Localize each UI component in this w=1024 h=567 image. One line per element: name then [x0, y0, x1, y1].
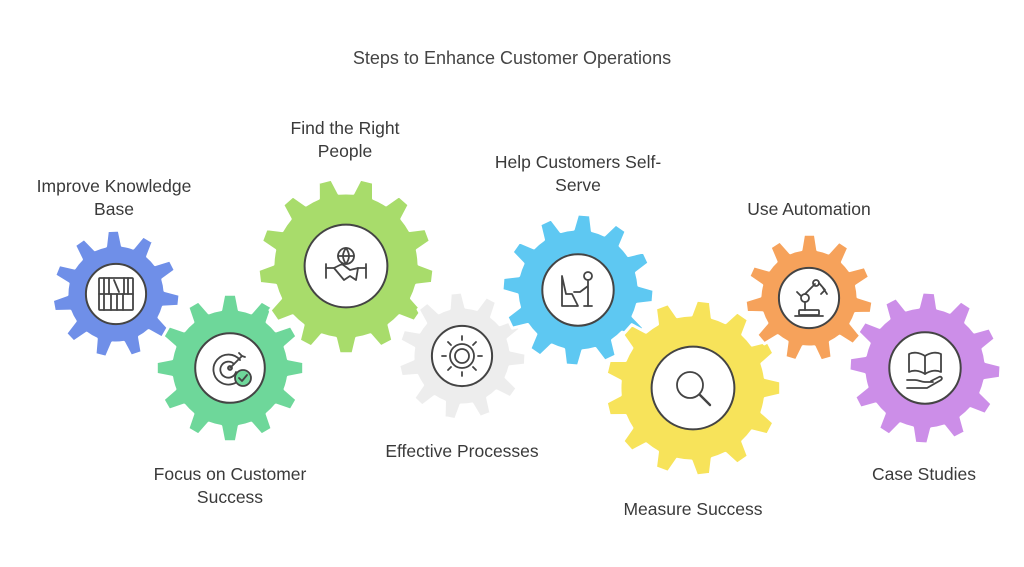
person-kiosk-icon: [561, 271, 593, 307]
robot-arm-icon: [794, 279, 828, 317]
handshake-globe-icon: [325, 247, 367, 281]
target-check-icon: [212, 352, 252, 387]
gear-effective-processes: [397, 290, 528, 422]
step-label-use-automation: Use Automation: [747, 199, 871, 219]
book-hand-icon: [906, 351, 943, 389]
gear-sun-icon: [441, 335, 483, 377]
gear-hub: [430, 324, 494, 388]
gear-measure-success: [604, 298, 783, 478]
gear-hub: [541, 253, 615, 327]
step-label-help-customers-self-serve: Help Customers Self-Serve: [494, 152, 662, 195]
step-label-case-studies: Case Studies: [871, 464, 977, 484]
magnifier-icon: [676, 371, 712, 407]
step-label-measure-success: Measure Success: [623, 499, 763, 519]
step-label-effective-processes: Effective Processes: [385, 441, 539, 461]
diagram-title: Steps to Enhance Customer Operations: [352, 48, 672, 68]
gear-help-customers-self-serve: [500, 212, 656, 368]
gear-hub: [650, 345, 736, 431]
bookshelf-icon: [98, 277, 134, 311]
